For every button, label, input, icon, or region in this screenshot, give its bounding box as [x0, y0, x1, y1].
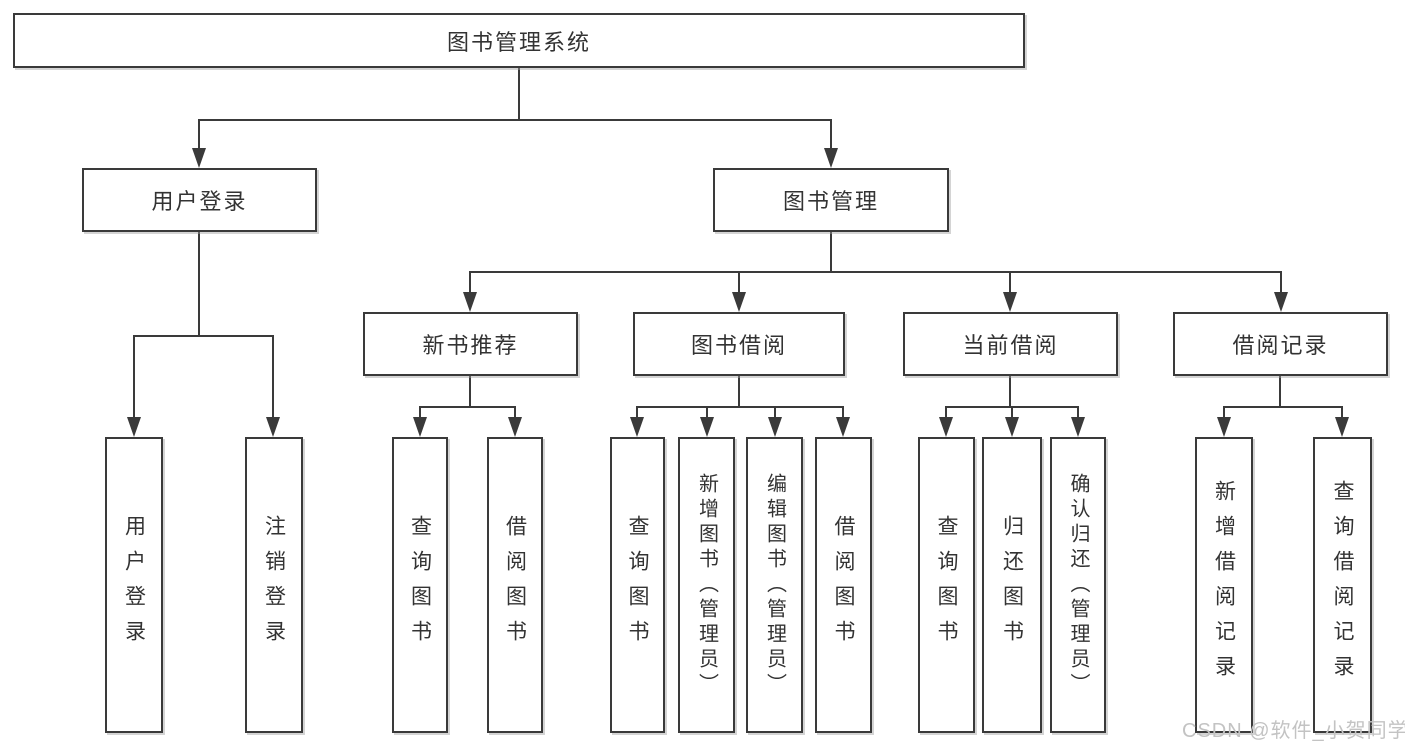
- connector-line: [636, 406, 844, 408]
- connector-line: [1011, 406, 1013, 419]
- node-book-mgmt-group-label: 图书管理: [782, 189, 879, 214]
- arrowhead-icon: [1003, 292, 1017, 312]
- arrowhead-icon: [939, 417, 953, 437]
- arrowhead-icon: [836, 417, 850, 437]
- node-return-books: 归还图书: [982, 437, 1042, 733]
- node-add-books-admin-label: 新增图书（管理员）: [695, 472, 718, 698]
- connector-line: [133, 335, 274, 337]
- node-current-query-books: 查询图书: [918, 437, 975, 733]
- node-new-book-recommend: 新书推荐: [363, 312, 578, 376]
- node-borrow-records: 借阅记录: [1173, 312, 1388, 376]
- connector-line: [945, 406, 947, 419]
- arrowhead-icon: [768, 417, 782, 437]
- connector-line: [272, 335, 274, 419]
- connector-line: [469, 376, 471, 408]
- arrowhead-icon: [508, 417, 522, 437]
- node-add-borrow-record: 新增借阅记录: [1195, 437, 1253, 733]
- arrowhead-icon: [824, 148, 838, 168]
- connector-line: [1009, 271, 1011, 294]
- node-borrow-query-books: 查询图书: [610, 437, 665, 733]
- node-query-borrow-record: 查询借阅记录: [1313, 437, 1372, 733]
- node-edit-books-admin: 编辑图书（管理员）: [746, 437, 803, 733]
- connector-line: [469, 271, 1282, 273]
- node-user-login-leaf-label: 用户登录: [122, 515, 146, 655]
- csdn-watermark: CSDN @软件_小贺同学: [1182, 720, 1405, 742]
- arrowhead-icon: [1217, 417, 1231, 437]
- node-current-borrow-label: 当前借阅: [962, 333, 1059, 358]
- connector-line: [518, 68, 520, 121]
- arrowhead-icon: [1274, 292, 1288, 312]
- node-book-borrow-label: 图书借阅: [690, 333, 787, 358]
- arrowhead-icon: [266, 417, 280, 437]
- connector-line: [1223, 406, 1225, 419]
- connector-line: [738, 271, 740, 294]
- connector-line: [830, 232, 832, 273]
- connector-line: [1279, 376, 1281, 408]
- arrowhead-icon: [127, 417, 141, 437]
- node-confirm-return-admin: 确认归还（管理员）: [1050, 437, 1106, 733]
- connector-line: [133, 335, 135, 419]
- connector-line: [1077, 406, 1079, 419]
- connector-line: [1223, 406, 1343, 408]
- node-current-borrow: 当前借阅: [903, 312, 1118, 376]
- connector-line: [830, 119, 832, 149]
- node-current-query-books-label: 查询图书: [935, 515, 958, 655]
- connector-line: [1341, 406, 1343, 419]
- node-confirm-return-admin-label: 确认归还（管理员）: [1067, 472, 1089, 698]
- node-edit-books-admin-label: 编辑图书（管理员）: [763, 472, 786, 698]
- node-borrow-records-label: 借阅记录: [1232, 333, 1329, 358]
- node-return-books-label: 归还图书: [1000, 515, 1024, 655]
- node-new-book-recommend-label: 新书推荐: [422, 333, 519, 358]
- arrowhead-icon: [413, 417, 427, 437]
- connector-line: [514, 406, 516, 419]
- arrowhead-icon: [630, 417, 644, 437]
- connector-line: [738, 376, 740, 408]
- connector-line: [198, 119, 200, 149]
- connector-line: [774, 406, 776, 419]
- arrowhead-icon: [1335, 417, 1349, 437]
- node-query-borrow-record-label: 查询借阅记录: [1331, 480, 1354, 690]
- connector-line: [198, 119, 832, 121]
- connector-line: [419, 406, 421, 419]
- node-root: 图书管理系统: [13, 13, 1025, 68]
- node-logout-leaf: 注销登录: [245, 437, 303, 733]
- node-borrow-books-leaf: 借阅图书: [815, 437, 872, 733]
- node-book-borrow: 图书借阅: [633, 312, 845, 376]
- node-user-login-group: 用户登录: [82, 168, 317, 232]
- node-root-label: 图书管理系统: [446, 29, 591, 55]
- connector-line: [1280, 271, 1282, 294]
- node-user-login-group-label: 用户登录: [151, 189, 248, 214]
- arrowhead-icon: [1071, 417, 1085, 437]
- node-add-books-admin: 新增图书（管理员）: [678, 437, 735, 733]
- connector-line: [706, 406, 708, 419]
- arrowhead-icon: [732, 292, 746, 312]
- connector-line: [1009, 376, 1011, 408]
- node-logout-leaf-label: 注销登录: [262, 515, 286, 655]
- node-user-login-leaf: 用户登录: [105, 437, 163, 733]
- connector-line: [636, 406, 638, 419]
- node-add-borrow-record-label: 新增借阅记录: [1212, 480, 1236, 690]
- node-book-mgmt-group: 图书管理: [713, 168, 949, 232]
- arrowhead-icon: [700, 417, 714, 437]
- arrowhead-icon: [192, 148, 206, 168]
- node-borrow-books-leaf-label: 借阅图书: [832, 515, 855, 655]
- connector-line: [198, 232, 200, 337]
- node-recommend-borrow-books-label: 借阅图书: [503, 515, 527, 655]
- arrowhead-icon: [1005, 417, 1019, 437]
- node-recommend-query-books-label: 查询图书: [408, 515, 432, 655]
- arrowhead-icon: [463, 292, 477, 312]
- connector-line: [419, 406, 516, 408]
- connector-line: [842, 406, 844, 419]
- connector-line: [469, 271, 471, 294]
- node-recommend-query-books: 查询图书: [392, 437, 448, 733]
- node-borrow-query-books-label: 查询图书: [626, 515, 649, 655]
- node-recommend-borrow-books: 借阅图书: [487, 437, 543, 733]
